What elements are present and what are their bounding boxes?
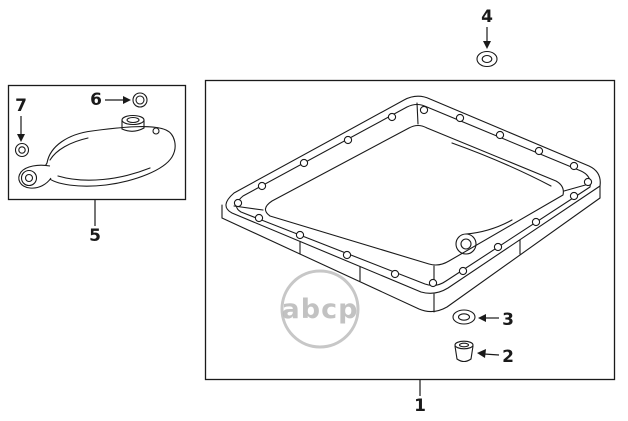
bolt-hole <box>295 230 305 240</box>
filter-port-base <box>121 127 145 132</box>
plug-socket <box>458 342 470 348</box>
bolt-hole <box>390 269 400 279</box>
drain-plug-part-2 <box>454 340 474 363</box>
seal-ring-inner <box>18 146 26 154</box>
bolt-hole <box>569 161 579 171</box>
filter-drawing <box>18 114 176 189</box>
washer-inner <box>457 313 471 321</box>
callout-2-arrowhead <box>477 349 486 358</box>
plug-head <box>454 340 474 350</box>
o-ring-outer <box>132 92 148 108</box>
pan-inner-rim <box>235 103 591 287</box>
bolt-hole <box>458 266 468 276</box>
pan-bolt-holes <box>233 105 593 288</box>
filter-tab-hole <box>152 127 160 135</box>
filter-flange-hole <box>24 173 34 183</box>
filter-body-edge <box>49 137 89 161</box>
o-ring-part-6 <box>132 92 148 108</box>
bolt-hole <box>257 181 267 191</box>
bolt-hole <box>531 217 541 227</box>
seal-ring-outer <box>14 142 30 158</box>
bolt-hole <box>495 130 505 140</box>
plug-bottom <box>456 358 472 363</box>
plug-side <box>454 345 458 360</box>
pan-corner-slope <box>416 102 419 125</box>
filter-flange <box>20 169 38 187</box>
bolt-hole <box>583 177 593 187</box>
bolt-hole <box>428 278 438 288</box>
bolt-hole <box>233 198 243 208</box>
callout-2-label: 2 <box>502 347 514 367</box>
callout-6-arrowhead <box>123 96 131 104</box>
bolt-hole <box>534 146 544 156</box>
washer-outer <box>452 309 476 325</box>
filter-port <box>121 114 145 126</box>
plug-side <box>470 345 474 360</box>
pan-floor <box>264 124 564 266</box>
pan-box-frame <box>204 79 616 381</box>
pan-sump-edge <box>465 219 513 235</box>
pan-outer-rim <box>225 95 601 294</box>
watermark-circle <box>280 269 360 349</box>
callout-3-arrowhead <box>478 314 486 322</box>
callout-4-arrowhead <box>483 41 491 49</box>
watermark-text: abcp <box>282 294 359 325</box>
bolt-hole <box>569 191 579 201</box>
pan-corner-slope <box>563 183 590 192</box>
bolt-hole <box>387 112 397 122</box>
seal-ring-part-7 <box>14 142 30 158</box>
watermark: abcp <box>280 269 360 349</box>
filter-port-opening <box>126 116 140 124</box>
washer-part-3 <box>452 309 476 325</box>
callout-1-label: 1 <box>414 396 426 416</box>
callouts: 1 2 3 4 5 6 7 <box>15 7 514 416</box>
callout-4-label: 4 <box>481 7 493 27</box>
bolt-hole <box>254 213 264 223</box>
bolt-hole <box>299 158 309 168</box>
washer-inner <box>481 54 493 64</box>
o-ring-inner <box>135 95 145 105</box>
filter-box-frame <box>7 84 187 201</box>
callout-7-label: 7 <box>15 96 27 116</box>
pan-sump-edge <box>451 142 552 187</box>
callout-3-label: 3 <box>502 310 514 330</box>
filter-body-lip <box>57 167 151 181</box>
pan-lower-wall <box>221 197 601 313</box>
washer-outer <box>476 50 498 68</box>
bolt-hole <box>493 242 503 252</box>
bolt-hole <box>343 135 353 145</box>
washer-part-4 <box>476 50 498 68</box>
bolt-hole <box>455 113 465 123</box>
callout-2-leader <box>483 353 500 356</box>
pan-drain-boss <box>455 233 477 255</box>
callout-6-label: 6 <box>90 90 102 110</box>
callout-7-arrowhead <box>17 134 25 142</box>
bolt-hole <box>419 105 429 115</box>
oil-pan-drawing <box>221 95 601 313</box>
bolt-hole <box>342 250 352 260</box>
callout-5-label: 5 <box>89 226 101 246</box>
pan-drain-hole <box>460 238 472 250</box>
